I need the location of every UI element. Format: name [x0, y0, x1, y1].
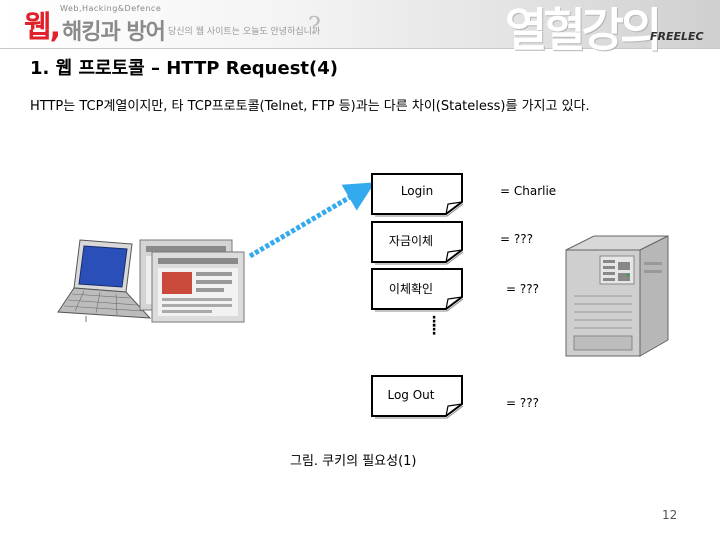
header-banner: 웹, Web,Hacking&Defence 해킹과 방어 당신의 웹 사이트는…: [0, 0, 720, 57]
doc-label-transfer: 자금이체: [388, 234, 434, 248]
request-arrow: [248, 182, 375, 259]
ellipsis-bottom: ⋮: [427, 322, 441, 338]
doc-label-login: Login: [400, 184, 434, 198]
logo-mark: 웹,: [24, 10, 61, 45]
doc-value-transfer: = ???: [500, 232, 533, 246]
doc-value-login: = Charlie: [500, 184, 557, 198]
slide-title: 1. 웹 프로토콜 – HTTP Request(4): [30, 58, 338, 79]
question-mark: ?: [308, 12, 321, 40]
doc-value-logout: = ???: [506, 396, 539, 410]
ellipsis-dots: ⋮ ⋮: [427, 315, 441, 337]
brush-logo: 열혈강의: [505, 3, 662, 57]
laptop-icon: [57, 239, 152, 322]
browser-windows-icon: [139, 239, 245, 323]
body-text: HTTP는 TCP계열이지만, 타 TCP프로토콜(Telnet, FTP 등)…: [30, 99, 590, 114]
logo-title: 해킹과 방어: [62, 20, 166, 45]
logo-subtitle: Web,Hacking&Defence: [60, 4, 162, 13]
tagline: 당신의 웹 사이트는 오늘도 안녕하십니까: [168, 27, 321, 37]
doc-value-confirm: = ???: [506, 282, 539, 296]
server-icon: [565, 235, 669, 357]
doc-label-logout: Log Out: [387, 388, 435, 402]
doc-label-confirm: 이체확인: [388, 282, 434, 296]
figure-caption: 그림. 쿠키의 필요성(1): [290, 454, 417, 469]
brand-name: FREELEC: [650, 30, 704, 43]
page-number: 12: [662, 508, 678, 522]
